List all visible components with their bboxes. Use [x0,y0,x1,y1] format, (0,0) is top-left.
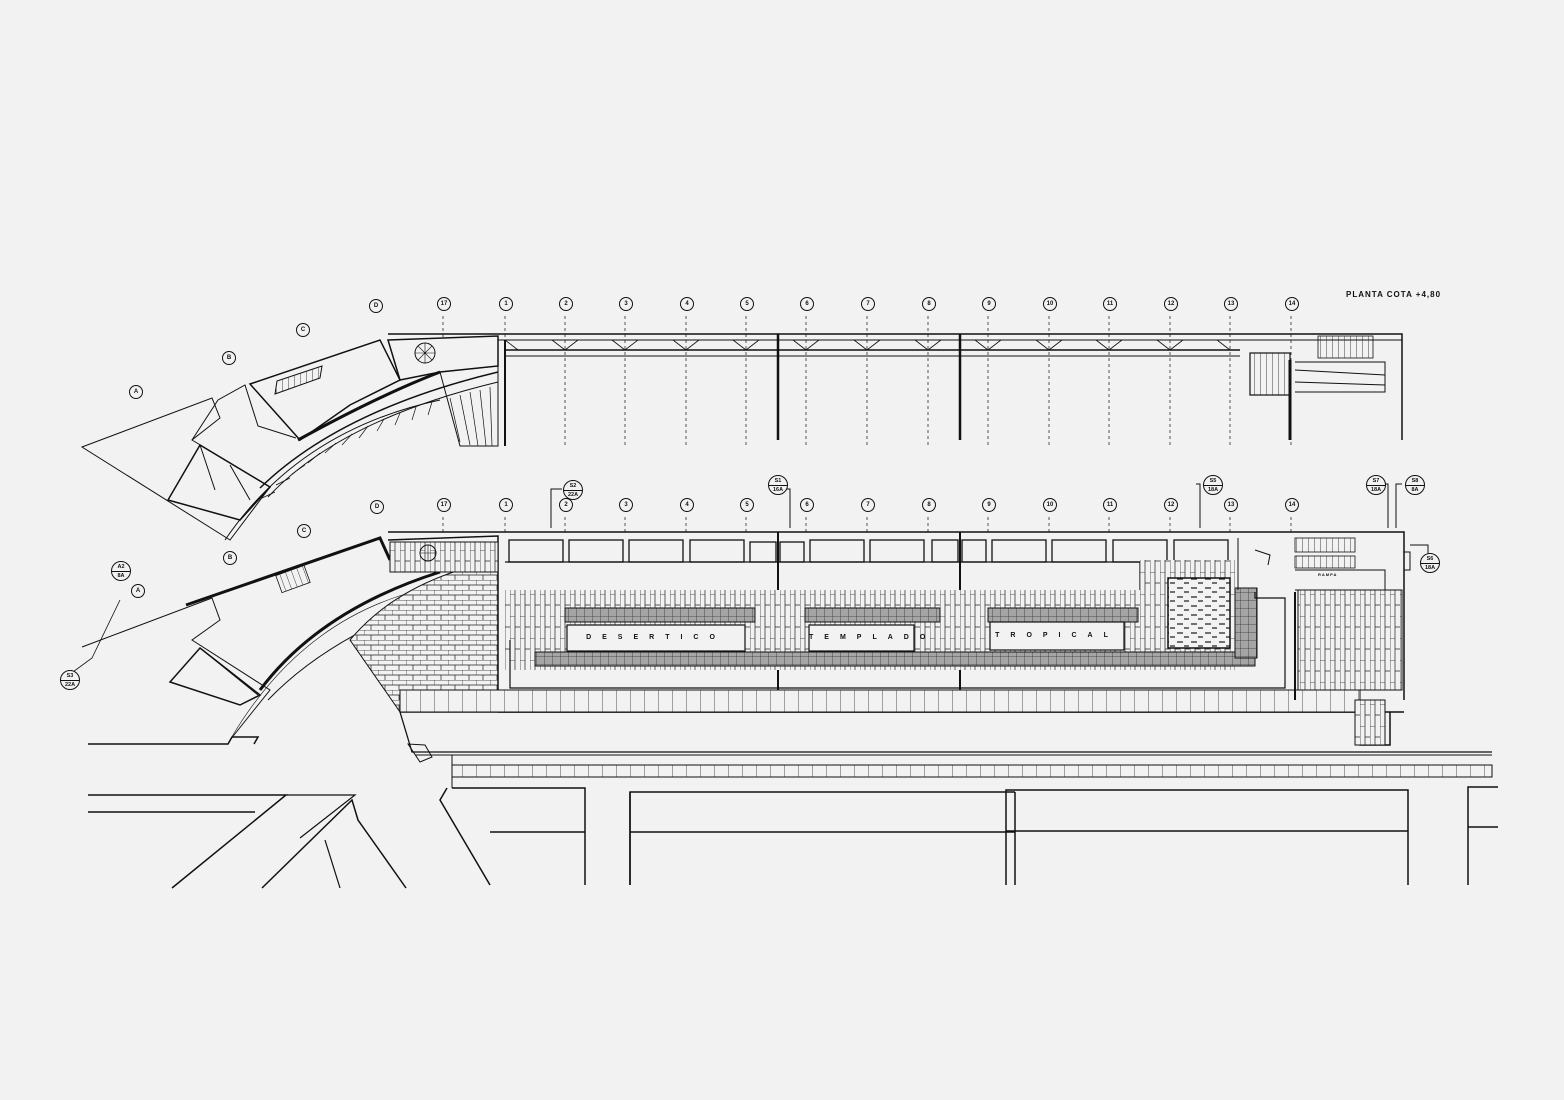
grid-marker: 1 [499,297,513,311]
grid-marker: 14 [1285,297,1299,311]
grid-marker: C [297,524,311,538]
grid-marker: A [129,385,143,399]
grid-marker: 11 [1103,498,1117,512]
grid-marker: 14 [1285,498,1299,512]
zone-label-desertico: DESERTICO [586,634,726,641]
grid-marker: 17 [437,498,451,512]
grid-marker: D [369,299,383,313]
grid-marker: 1 [499,498,513,512]
grid-marker: 7 [861,498,875,512]
grid-marker: 3 [619,498,633,512]
grid-marker: 3 [619,297,633,311]
grid-marker: 2 [559,297,573,311]
grid-marker: 6 [800,498,814,512]
zone-label-tropical: TROPICAL [995,632,1119,639]
grid-marker: 5 [740,498,754,512]
grid-marker: 12 [1164,297,1178,311]
grid-marker: 7 [861,297,875,311]
grid-marker: 13 [1224,297,1238,311]
grid-marker: 12 [1164,498,1178,512]
grid-marker: 11 [1103,297,1117,311]
grid-marker: 9 [982,297,996,311]
grid-marker: 5 [740,297,754,311]
grid-marker: 10 [1043,498,1057,512]
grid-marker: 13 [1224,498,1238,512]
ramp-label: RAMPA [1318,572,1338,577]
grid-marker: D [370,500,384,514]
sheet-title: PLANTA COTA +4,80 [1346,290,1442,299]
grid-marker: 4 [680,297,694,311]
grid-marker: A [131,584,145,598]
grid-marker: 4 [680,498,694,512]
site-context [88,711,1498,889]
grid-marker: 8 [922,498,936,512]
grid-marker: 10 [1043,297,1057,311]
grid-marker: 8 [922,297,936,311]
grid-marker: B [223,551,237,565]
grid-marker: 2 [559,498,573,512]
zone-label-templado: TEMPLADO [809,634,937,641]
grid-marker: 6 [800,297,814,311]
grid-marker: B [222,351,236,365]
upper-plan [80,316,1403,541]
lower-plan [61,483,1429,746]
grid-marker: 17 [437,297,451,311]
grid-marker: 9 [982,498,996,512]
grid-marker: C [296,323,310,337]
